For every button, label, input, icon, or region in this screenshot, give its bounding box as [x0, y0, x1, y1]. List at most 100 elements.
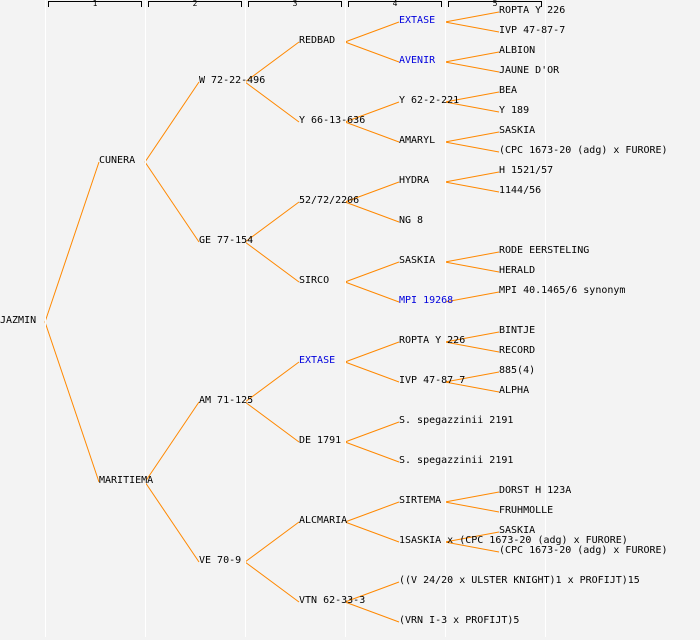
ancestor-gen-4: HYDRA	[399, 175, 430, 186]
ancestor-gen-5: (CPC 1673-20 (adg) x FURORE)	[499, 145, 668, 156]
ancestor-gen-1: CUNERA	[99, 155, 136, 166]
pedigree-link-line	[444, 371, 500, 383]
ancestor-gen-3[interactable]: EXTASE	[299, 355, 336, 366]
pedigree-link-line	[444, 61, 500, 73]
pedigree-link-line	[344, 501, 400, 523]
ancestor-gen-5: IVP 47-87-7	[499, 25, 566, 36]
pedigree-link-line	[244, 521, 300, 563]
ancestor-gen-5: BINTJE	[499, 325, 536, 336]
ancestor-gen-4: (VRN I-3 x PROFIJT)5	[399, 615, 520, 626]
column-separator	[45, 0, 46, 637]
generation-header-bracket	[148, 1, 242, 7]
ancestor-gen-4[interactable]: MPI 19268	[399, 295, 454, 306]
ancestor-gen-5: 1144/56	[499, 185, 542, 196]
ancestor-gen-5: HERALD	[499, 265, 536, 276]
ancestor-gen-3: REDBAD	[299, 35, 336, 46]
ancestor-gen-5: ROPTA Y 226	[499, 5, 566, 16]
pedigree-link-line	[344, 581, 400, 603]
ancestor-gen-5: Y 189	[499, 105, 530, 116]
ancestor-gen-5: DORST H 123A	[499, 485, 572, 496]
root-variety: JAZMIN	[0, 315, 37, 326]
generation-header-bracket	[448, 1, 542, 7]
pedigree-link-line	[144, 161, 200, 243]
pedigree-link-line	[144, 81, 200, 163]
ancestor-gen-5: ALBION	[499, 45, 536, 56]
ancestor-gen-3: DE 1791	[299, 435, 342, 446]
ancestor-gen-1: MARITIEMA	[99, 475, 154, 486]
ancestor-gen-3: VTN 62-33-3	[299, 595, 366, 606]
ancestor-gen-2: W 72-22-496	[199, 75, 266, 86]
pedigree-link-line	[344, 21, 400, 43]
generation-number: 4	[392, 0, 398, 8]
ancestor-gen-3: Y 66-13-636	[299, 115, 366, 126]
pedigree-link-line	[244, 201, 300, 243]
pedigree-link-line	[444, 491, 500, 503]
pedigree-link-line	[344, 521, 400, 543]
generation-number: 2	[192, 0, 198, 8]
pedigree-link-line	[344, 41, 400, 63]
ancestor-gen-5: SASKIA	[499, 125, 536, 136]
ancestor-gen-4: Y 62-2-221	[399, 95, 460, 106]
column-separator	[445, 0, 446, 637]
ancestor-gen-4: ROPTA Y 226	[399, 335, 466, 346]
pedigree-link-line	[344, 361, 400, 383]
generation-number: 5	[492, 0, 498, 8]
ancestor-gen-4: IVP 47-87 7	[399, 375, 466, 386]
ancestor-gen-3: SIRCO	[299, 275, 330, 286]
pedigree-link-line	[444, 11, 500, 23]
pedigree-link-line	[444, 141, 500, 153]
ancestor-gen-5: ALPHA	[499, 385, 530, 396]
pedigree-link-line	[444, 101, 500, 113]
ancestor-gen-5: RODE EERSTELING	[499, 245, 590, 256]
pedigree-link-line	[444, 261, 500, 273]
ancestor-gen-5: FRUHMOLLE	[499, 505, 554, 516]
ancestor-gen-5: H 1521/57	[499, 165, 554, 176]
pedigree-link-line	[444, 541, 500, 553]
ancestor-gen-3: 52/72/2206	[299, 195, 360, 206]
pedigree-link-line	[244, 241, 300, 283]
pedigree-link-line	[444, 341, 500, 353]
pedigree-link-line	[444, 251, 500, 263]
pedigree-link-line	[444, 171, 500, 183]
pedigree-link-line	[244, 361, 300, 403]
pedigree-link-line	[244, 81, 300, 123]
ancestor-gen-4: AMARYL	[399, 135, 436, 146]
ancestor-gen-4: ((V 24/20 x ULSTER KNIGHT)1 x PROFIJT)15	[399, 575, 640, 586]
ancestor-gen-5: BEA	[499, 85, 518, 96]
ancestor-gen-2: VE 70-9	[199, 555, 242, 566]
column-separator	[345, 0, 346, 637]
ancestor-gen-2: GE 77-154	[199, 235, 254, 246]
pedigree-link-line	[344, 281, 400, 303]
ancestor-gen-4: S. spegazzinii 2191	[399, 415, 514, 426]
ancestor-gen-5: (CPC 1673-20 (adg) x FURORE)	[499, 545, 668, 556]
pedigree-link-line	[444, 531, 500, 543]
ancestor-gen-5: JAUNE D'OR	[499, 65, 560, 76]
ancestor-gen-4: 1SASKIA x (CPC 1673-20 (adg) x FURORE)	[399, 535, 628, 546]
generation-header-bracket	[248, 1, 342, 7]
ancestor-gen-4: NG 8	[399, 215, 424, 226]
pedigree-link-line	[444, 381, 500, 393]
pedigree-link-line	[244, 41, 300, 83]
generation-header-bracket	[48, 1, 142, 7]
pedigree-link-line	[344, 121, 400, 143]
ancestor-gen-5: 885(4)	[499, 365, 536, 376]
pedigree-link-line	[444, 181, 500, 193]
ancestor-gen-4: SASKIA	[399, 255, 436, 266]
column-separator	[245, 0, 246, 637]
ancestor-gen-2: AM 71-125	[199, 395, 254, 406]
pedigree-link-line	[444, 501, 500, 513]
pedigree-link-line	[344, 201, 400, 223]
ancestor-gen-4[interactable]: AVENIR	[399, 55, 436, 66]
ancestor-gen-4[interactable]: EXTASE	[399, 15, 436, 26]
ancestor-gen-5: RECORD	[499, 345, 536, 356]
pedigree-link-line	[344, 441, 400, 463]
column-separator	[145, 0, 146, 637]
ancestor-gen-5: SASKIA	[499, 525, 536, 536]
pedigree-link-line	[44, 161, 100, 323]
pedigree-link-line	[444, 331, 500, 343]
pedigree-link-line	[444, 291, 500, 303]
generation-header-bracket	[348, 1, 442, 7]
ancestor-gen-3: ALCMARIA	[299, 515, 348, 526]
pedigree-link-line	[344, 101, 400, 123]
